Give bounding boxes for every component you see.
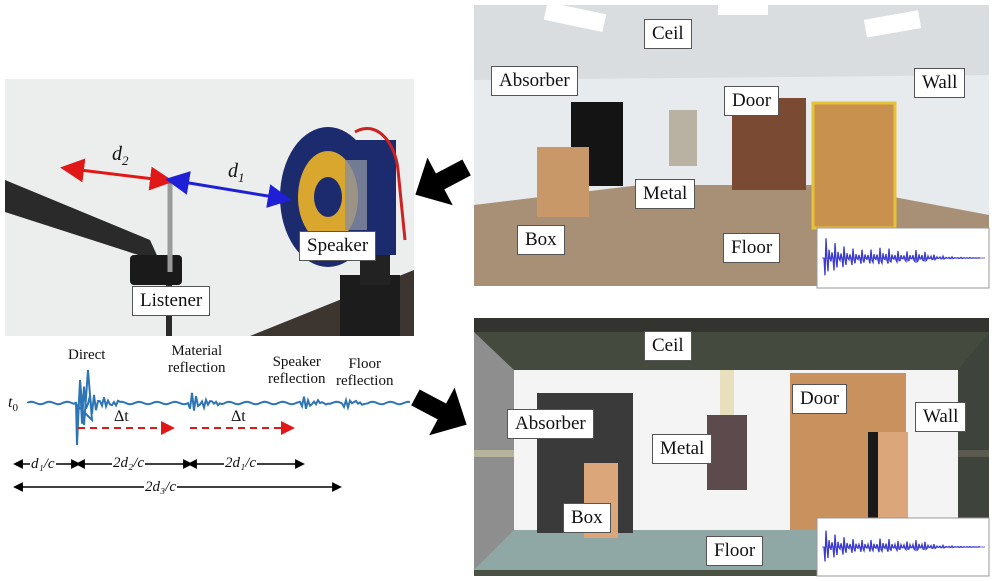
sim-floor-label: Floor	[706, 536, 764, 566]
delta-t-label-1: Δt	[114, 408, 129, 425]
real-wall-label: Wall	[914, 68, 966, 98]
floor-reflection-label: Floor reflection	[336, 356, 394, 389]
real-floor-label: Floor	[723, 233, 781, 263]
metal-panel	[707, 415, 747, 490]
real-metal-label: Metal	[635, 179, 696, 209]
floor-region	[5, 270, 414, 336]
real-ceil-label: Ceil	[644, 19, 692, 49]
listener-label: Listener	[132, 286, 211, 316]
inset-waveform-sim	[816, 517, 990, 577]
sim-box-label: Box	[563, 503, 611, 533]
arrow-to-sim-room	[411, 387, 467, 436]
mic-tip	[167, 178, 173, 184]
d2-arrow	[60, 158, 174, 191]
box-left	[537, 147, 589, 217]
material-reflection-label: Material reflection	[168, 343, 226, 376]
mic-clamp	[130, 255, 182, 285]
d1-arrow	[165, 171, 292, 208]
boom-arm	[5, 180, 160, 262]
real-door-label: Door	[724, 86, 780, 116]
speaker-cable	[354, 126, 407, 241]
box-right	[878, 432, 908, 532]
arrow-to-real-room	[415, 157, 471, 206]
dim-2d1c-label: 2d₁/c	[224, 455, 258, 472]
dim-2d3c-label: 2d₃/c	[144, 479, 178, 496]
d2-label: d2	[112, 143, 129, 168]
inset-waveform-real	[816, 227, 990, 289]
metal-panel	[669, 110, 697, 166]
ceiling-region	[474, 332, 989, 370]
dim-d1c-label: d₁/c	[30, 456, 56, 473]
real-box-label: Box	[517, 225, 565, 255]
sim-wall-label: Wall	[915, 402, 967, 432]
speaker-label: Speaker	[299, 231, 377, 261]
sim-metal-label: Metal	[652, 434, 713, 464]
ir-line	[27, 369, 411, 446]
d1-label: d1	[228, 160, 245, 185]
real-absorber-label: Absorber	[491, 66, 578, 96]
sim-door-label: Door	[792, 384, 848, 414]
direct-label: Direct	[68, 347, 106, 363]
delta-t-label-2: Δt	[231, 408, 246, 425]
speaker-reflection-label: Speaker reflection	[268, 354, 326, 387]
dim-2d2c-label: 2d₂/c	[112, 455, 146, 472]
box-right	[813, 103, 895, 228]
t0-label: t0	[8, 394, 18, 415]
sim-ceil-label: Ceil	[644, 331, 692, 361]
sim-absorber-label: Absorber	[507, 409, 594, 439]
